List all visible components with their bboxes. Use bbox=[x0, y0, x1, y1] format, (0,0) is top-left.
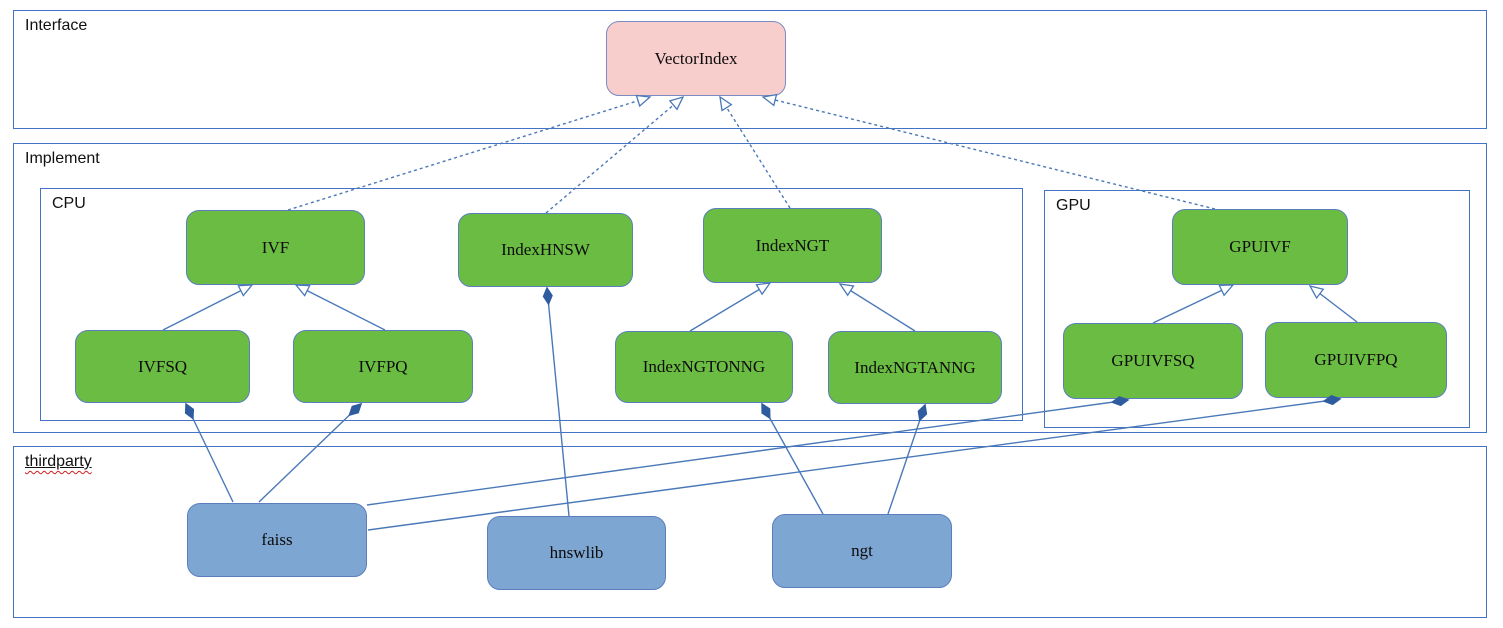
node-indexngt[interactable]: IndexNGT bbox=[703, 208, 882, 283]
container-label-gpu: GPU bbox=[1056, 197, 1091, 214]
node-indexngtonng[interactable]: IndexNGTONNG bbox=[615, 331, 793, 403]
edge-generalization-gpuivfpq-gpuivf[interactable] bbox=[1308, 285, 1358, 323]
container-label-thirdparty: thirdparty bbox=[25, 453, 92, 471]
edge-composition-faiss-ivfsq[interactable] bbox=[184, 402, 234, 503]
node-label-ivf: IVF bbox=[261, 237, 290, 257]
node-label-ngt: ngt bbox=[851, 541, 873, 560]
node-ivfpq[interactable]: IVFPQ bbox=[293, 330, 473, 403]
node-label-gpuivfsq: GPUIVFSQ bbox=[1111, 351, 1195, 370]
edge-composition-ngt-indexngtanng[interactable] bbox=[887, 403, 928, 515]
node-gpuivfsq[interactable]: GPUIVFSQ bbox=[1063, 323, 1243, 399]
node-ivf[interactable]: IVF bbox=[186, 210, 365, 285]
edge-composition-ngt-indexngtonng[interactable] bbox=[761, 402, 824, 515]
node-ngt[interactable]: ngt bbox=[772, 514, 952, 588]
node-label-ivfsq: IVFSQ bbox=[137, 356, 188, 376]
node-indexhnsw[interactable]: IndexHNSW bbox=[458, 213, 633, 287]
node-label-indexngt: IndexNGT bbox=[755, 235, 830, 255]
node-indexngtanng[interactable]: IndexNGTANNG bbox=[828, 331, 1002, 404]
edge-realization-indexngt-vectorindex[interactable] bbox=[719, 95, 791, 209]
edge-composition-faiss-gpuivfsq[interactable] bbox=[366, 396, 1130, 506]
node-ivfsq[interactable]: IVFSQ bbox=[75, 330, 250, 403]
container-label-interface: Interface bbox=[25, 17, 88, 34]
node-hnswlib[interactable]: hnswlib bbox=[487, 516, 666, 590]
container-label-implement: Implement bbox=[25, 150, 100, 167]
edge-composition-faiss-gpuivfpq[interactable] bbox=[367, 395, 1342, 531]
node-label-faiss: faiss bbox=[261, 530, 293, 549]
edge-generalization-ivfsq-ivf[interactable] bbox=[162, 284, 254, 331]
node-label-gpuivf: GPUIVF bbox=[1229, 237, 1291, 256]
node-label-indexngtonng: IndexNGTONNG bbox=[642, 357, 766, 376]
node-gpuivf[interactable]: GPUIVF bbox=[1172, 209, 1348, 285]
node-gpuivfpq[interactable]: GPUIVFPQ bbox=[1265, 322, 1447, 398]
node-label-gpuivfpq: GPUIVFPQ bbox=[1314, 350, 1398, 369]
container-label-cpu: CPU bbox=[52, 195, 86, 212]
edge-generalization-ivfpq-ivf[interactable] bbox=[294, 284, 386, 331]
edge-generalization-indexngtanng-indexngt[interactable] bbox=[838, 283, 916, 332]
node-label-hnswlib: hnswlib bbox=[549, 543, 604, 562]
container-label-text-thirdparty: thirdparty bbox=[25, 453, 92, 470]
node-label-indexngtanng: IndexNGTANNG bbox=[854, 357, 976, 377]
edge-generalization-indexngtonng-indexngt[interactable] bbox=[689, 282, 772, 332]
node-label-vectorindex: VectorIndex bbox=[654, 48, 738, 68]
node-label-ivfpq: IVFPQ bbox=[358, 356, 408, 376]
node-vectorindex[interactable]: VectorIndex bbox=[606, 21, 786, 96]
edge-composition-faiss-ivfpq[interactable] bbox=[258, 402, 363, 503]
edge-generalization-gpuivfsq-gpuivf[interactable] bbox=[1152, 284, 1235, 324]
node-faiss[interactable]: faiss bbox=[187, 503, 367, 577]
node-label-indexhnsw: IndexHNSW bbox=[501, 240, 590, 259]
